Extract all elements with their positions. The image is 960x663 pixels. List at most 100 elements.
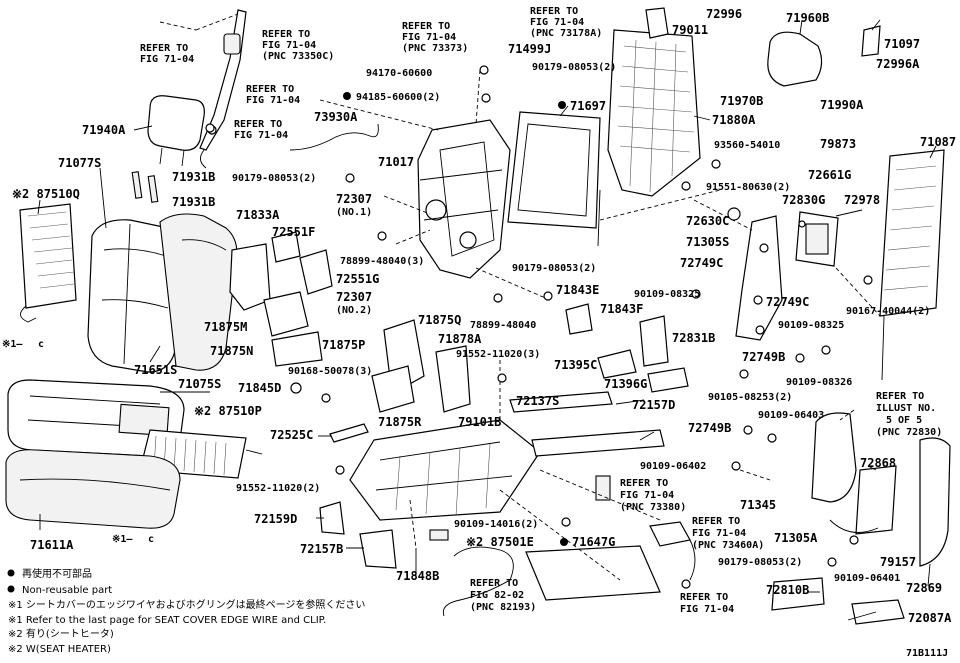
label-72157b: 72157B (300, 542, 343, 556)
rail-72157d-shape (531, 429, 665, 457)
label-94170-60600: 94170-60600 (366, 68, 432, 79)
label-72087a: 72087A (908, 611, 952, 625)
label-refer-illust-2: ILLUST NO. (876, 403, 936, 414)
label-73930a: 73930A (314, 110, 358, 124)
legend: 再使用不可部品 Non-reusable part ※1 シートカバーのエッジワ… (7, 567, 365, 655)
legend-line-5: ※2 有り(シートヒータ) (8, 627, 114, 640)
label-refer-71-04-d-1: REFER TO (680, 592, 728, 603)
shield-parts-72551-shape (271, 231, 333, 295)
label-refer-71-04-a-2: FIG 71-04 (140, 54, 194, 65)
hinge-71305s-shape (735, 215, 783, 341)
label-72996: 72996 (706, 7, 742, 21)
label-refer-73373-1: REFER TO (402, 21, 450, 32)
label-72749b-a: 72749B (742, 350, 785, 364)
non-reusable-dot-71647g (560, 538, 568, 546)
bracket-71097-shape (861, 25, 881, 57)
label-79101b: 79101B (458, 415, 501, 429)
label-refer-71-04-b-2: FIG 71-04 (246, 95, 300, 106)
bolt-91552-2 (335, 465, 345, 475)
label-71395c: 71395C (554, 358, 597, 372)
shields-71875pqr-shape (371, 319, 471, 413)
label-refer-73373-2: FIG 71-04 (402, 32, 456, 43)
legend-line-4: ※1 Refer to the last page for SEAT COVER… (8, 615, 326, 626)
label-71345: 71345 (740, 498, 776, 512)
non-reusable-dot-94185 (343, 92, 351, 100)
label-71075s: 71075S (178, 377, 221, 391)
covers-71395c-71396g-shape (565, 303, 689, 393)
legend-dot-2 (7, 585, 15, 593)
bolt-90167 (863, 275, 873, 285)
bolt-90109-06403 (767, 433, 777, 443)
label-72137s: 72137S (516, 394, 559, 408)
label-72830g: 72830G (782, 193, 825, 207)
label-71875p: 71875P (322, 338, 365, 352)
bolt-73460a (681, 579, 691, 589)
label-90109-08325-b: 90109-08325 (778, 320, 844, 331)
cover-72830-shape (811, 412, 857, 503)
label-87510p: ※2 87510P (194, 404, 262, 418)
label-90109-14016-2: 90109-14016(2) (454, 519, 538, 530)
label-90109-06403: 90109-06403 (758, 410, 824, 421)
label-72307-no1: 72307 (336, 192, 372, 206)
label-90109-06402: 90109-06402 (640, 461, 706, 472)
label-refer-illust-1: REFER TO (876, 391, 924, 402)
figure-code: 71B111J (906, 648, 948, 659)
frame-71087-shape (879, 149, 945, 381)
bolt-91552-3 (497, 373, 507, 383)
label-refer-73380-2: FIG 71-04 (620, 490, 674, 501)
label-90168-50078-3: 90168-50078(3) (288, 366, 372, 377)
label-note1-marker-d: c (148, 534, 154, 545)
label-71087: 71087 (920, 135, 956, 149)
cover-72810b-shape (771, 577, 825, 611)
bolt-90109-c (821, 345, 831, 355)
label-91552-11020-2: 91552-11020(2) (236, 483, 320, 494)
label-refer-82193-2: FIG 82-02 (470, 590, 524, 601)
label-78899-48040-3: 78899-48040(3) (340, 256, 424, 267)
harness-73930a-shape (289, 123, 379, 151)
label-refer-73380-1: REFER TO (620, 478, 668, 489)
label-91551-80630-2: 91551-80630(2) (706, 182, 790, 193)
seatback-pad-71651s-shape (159, 213, 238, 371)
label-72551f: 72551F (272, 225, 315, 239)
label-refer-71-04-b-1: REFER TO (246, 84, 294, 95)
bolt-90109-a (691, 289, 701, 299)
bolt-94185 (481, 93, 491, 103)
label-90167-40044-2: 90167-40044(2) (846, 306, 930, 317)
label-refer-71-04-c-2: FIG 71-04 (234, 130, 288, 141)
label-71843e: 71843E (556, 283, 599, 297)
bolt-90109-14016 (561, 517, 571, 527)
label-refer-73350c-2: FIG 71-04 (262, 40, 316, 51)
label-note1-marker-b: ※1— (112, 534, 133, 545)
label-71931b-a: 71931B (172, 170, 215, 184)
label-90179-08053-2-a: 90179-08053(2) (532, 62, 616, 73)
label-71875r: 71875R (378, 415, 422, 429)
label-90109-08326: 90109-08326 (786, 377, 852, 388)
legend-line-6: ※2 W(SEAT HEATER) (8, 644, 111, 655)
cover-72869-shape (919, 437, 951, 567)
label-note1-marker-a: ※1— (2, 339, 23, 350)
bolt-90179-b (345, 173, 355, 183)
legend-line-3: ※1 シートカバーのエッジワイヤおよびホグリングは最終ページを参照ください (8, 598, 365, 611)
label-71499j: 71499J (508, 42, 551, 56)
back-panel-71880a-shape (597, 29, 701, 247)
connector-73380-shape (595, 475, 611, 501)
label-72749c-b: 72749C (766, 295, 809, 309)
label-72868: 72868 (860, 456, 896, 470)
label-72869: 72869 (906, 581, 942, 595)
label-refer-73460a-3: (PNC 73460A) (692, 540, 764, 551)
label-refer-73460a-2: FIG 71-04 (692, 528, 746, 539)
bolt-71940a-area (205, 123, 215, 133)
bolt-72749b (743, 425, 753, 435)
legend-line-2: Non-reusable part (22, 585, 112, 596)
label-87501e: ※2 87501E (466, 535, 534, 549)
legend-dot-1 (7, 569, 15, 577)
label-72749c-a: 72749C (680, 256, 723, 270)
bolt-90109-06401 (849, 535, 859, 545)
label-refer-82193-3: (PNC 82193) (470, 602, 536, 613)
clip-72830g (798, 220, 806, 228)
cover-72868-shape (855, 465, 897, 535)
label-71990a: 71990A (820, 98, 864, 112)
mat-71647g-shape (525, 545, 661, 601)
headrest-71940a-shape (147, 95, 205, 167)
label-72551g: 72551G (336, 272, 379, 286)
